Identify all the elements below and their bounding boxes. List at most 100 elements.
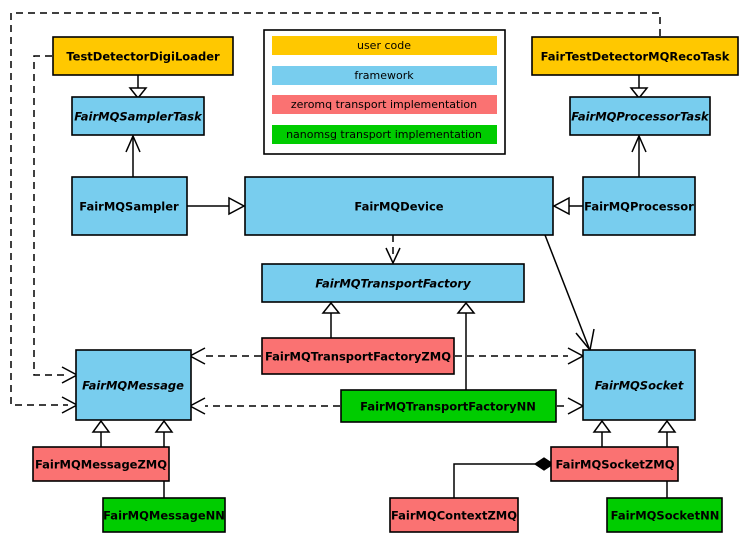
edge-processor-processortask <box>631 134 647 177</box>
edge-factoryzmq-transportfactory <box>321 301 341 338</box>
dependency-route-digiloader-to-message <box>33 55 68 376</box>
node-label: FairMQTransportFactory <box>315 277 471 291</box>
legend-label-nanomsg: nanomsg transport implementation <box>286 128 482 141</box>
edge-sampler-device <box>187 196 246 216</box>
node-fairmqtransportfactoryzmq[interactable]: FairMQTransportFactoryZMQ <box>261 337 455 375</box>
node-label: FairMQSamplerTask <box>74 110 203 124</box>
edge-factorynn-message <box>188 397 340 415</box>
node-label: FairMQContextZMQ <box>391 509 517 523</box>
legend-swatch-framework <box>272 66 497 85</box>
arrowhead-open <box>567 347 585 365</box>
node-fairmqmessage[interactable]: FairMQMessage <box>75 349 192 421</box>
edge-sampler-samplertask <box>125 134 141 177</box>
arrowhead-generalization <box>552 196 570 216</box>
arrowhead-generalization <box>456 301 476 314</box>
node-label: FairMQSocket <box>595 379 684 393</box>
node-box[interactable] <box>71 176 188 236</box>
arrowhead-open <box>188 397 206 415</box>
edge-device-socket <box>544 234 595 352</box>
edge-digiloader-samplertask <box>128 75 148 100</box>
legend-swatch-nanomsg <box>272 125 497 144</box>
node-label: FairMQProcessor <box>584 200 694 214</box>
arrowhead-generalization <box>128 87 148 100</box>
arrowhead-open-digiloader-message <box>61 366 79 384</box>
node-fairmqsocketzmq[interactable]: FairMQSocketZMQ <box>550 446 679 482</box>
arrowhead-open <box>567 397 585 415</box>
node-box[interactable] <box>531 36 739 76</box>
node-box[interactable] <box>389 497 519 533</box>
node-label: FairMQMessageZMQ <box>35 458 167 472</box>
edge-factorynn-transportfactory <box>456 301 476 390</box>
edge-recotask-processortask <box>629 75 649 100</box>
arrowhead-open <box>385 247 401 265</box>
arrowhead-generalization <box>91 419 111 433</box>
node-fairtestdetectormqrecotask[interactable]: FairTestDetectorMQRecoTask <box>531 36 739 76</box>
node-label: FairMQTransportFactoryZMQ <box>265 350 451 364</box>
arrowhead-generalization <box>657 419 677 433</box>
node-fairmqcontextzmq[interactable]: FairMQContextZMQ <box>389 497 519 533</box>
node-fairmqprocessortask[interactable]: FairMQProcessorTask <box>569 96 711 136</box>
edge-socketzmq-socket <box>592 419 612 447</box>
node-fairmqsocket[interactable]: FairMQSocket <box>582 349 696 421</box>
node-label: FairMQProcessorTask <box>571 110 710 124</box>
edge-factoryzmq-socket <box>455 347 585 365</box>
legend-swatch-zeromq <box>272 95 497 114</box>
edge-factoryzmq-message <box>188 347 261 365</box>
node-fairmqsocketnn[interactable]: FairMQSocketNN <box>606 497 723 533</box>
arrowhead-open <box>188 347 206 365</box>
node-label: FairMQTransportFactoryNN <box>360 400 536 414</box>
node-fairmqsamplertask[interactable]: FairMQSamplerTask <box>71 96 205 136</box>
arrowhead-generalization <box>228 196 246 216</box>
legend-label-framework: framework <box>354 69 414 82</box>
node-fairmqtransportfactorynn[interactable]: FairMQTransportFactoryNN <box>340 389 557 423</box>
node-box[interactable] <box>569 96 711 136</box>
node-box[interactable] <box>550 446 679 482</box>
node-box[interactable] <box>606 497 723 533</box>
node-label: FairMQSampler <box>79 200 179 214</box>
legend: user code framework zeromq transport imp… <box>263 29 506 155</box>
node-box[interactable] <box>340 389 557 423</box>
legend-label-user-code: user code <box>357 39 411 52</box>
node-label: FairMQDevice <box>354 200 443 214</box>
node-box[interactable] <box>582 176 696 236</box>
legend-label-zeromq: zeromq transport implementation <box>291 98 477 111</box>
edge-processor-device <box>552 196 583 216</box>
arrowhead-open <box>631 134 647 153</box>
legend-swatch-user-code <box>272 36 497 55</box>
node-fairmqtransportfactory[interactable]: FairMQTransportFactory <box>261 263 525 303</box>
node-fairmqmessagezmq[interactable]: FairMQMessageZMQ <box>32 446 170 482</box>
node-box[interactable] <box>71 96 205 136</box>
arrowhead-generalization <box>154 419 174 433</box>
node-box[interactable] <box>52 36 234 76</box>
node-box[interactable] <box>582 349 696 421</box>
node-label: FairMQSocketNN <box>611 509 720 523</box>
arrowhead-generalization <box>592 419 612 433</box>
node-box[interactable] <box>102 497 226 533</box>
node-box[interactable] <box>244 176 554 236</box>
node-box[interactable] <box>261 337 455 375</box>
node-testdetectordigiloader[interactable]: TestDetectorDigiLoader <box>52 36 234 76</box>
arrowhead-generalization <box>629 87 649 100</box>
node-fairmqdevice[interactable]: FairMQDevice <box>244 176 554 236</box>
node-label: FairMQSocketZMQ <box>556 458 675 472</box>
node-label: FairMQMessageNN <box>103 509 225 523</box>
edge-factorynn-socket <box>557 397 585 415</box>
dependency-route-recotask-to-message <box>10 12 661 406</box>
arrowhead-open <box>125 134 141 153</box>
edge-contextzmq-socketzmq <box>453 457 555 498</box>
edge-line <box>544 234 590 349</box>
node-label: FairTestDetectorMQRecoTask <box>541 50 730 64</box>
node-fairmqsampler[interactable]: FairMQSampler <box>71 176 188 236</box>
node-fairmqmessagenn[interactable]: FairMQMessageNN <box>102 497 226 533</box>
node-box[interactable] <box>75 349 192 421</box>
node-box[interactable] <box>32 446 170 482</box>
arrowhead-generalization <box>321 301 341 314</box>
node-label: FairMQMessage <box>82 379 184 393</box>
node-fairmqprocessor[interactable]: FairMQProcessor <box>582 176 696 236</box>
edge-messagezmq-message <box>91 419 111 447</box>
edge-device-transportfactory <box>385 235 401 265</box>
edge-line <box>453 463 535 498</box>
node-box[interactable] <box>261 263 525 303</box>
